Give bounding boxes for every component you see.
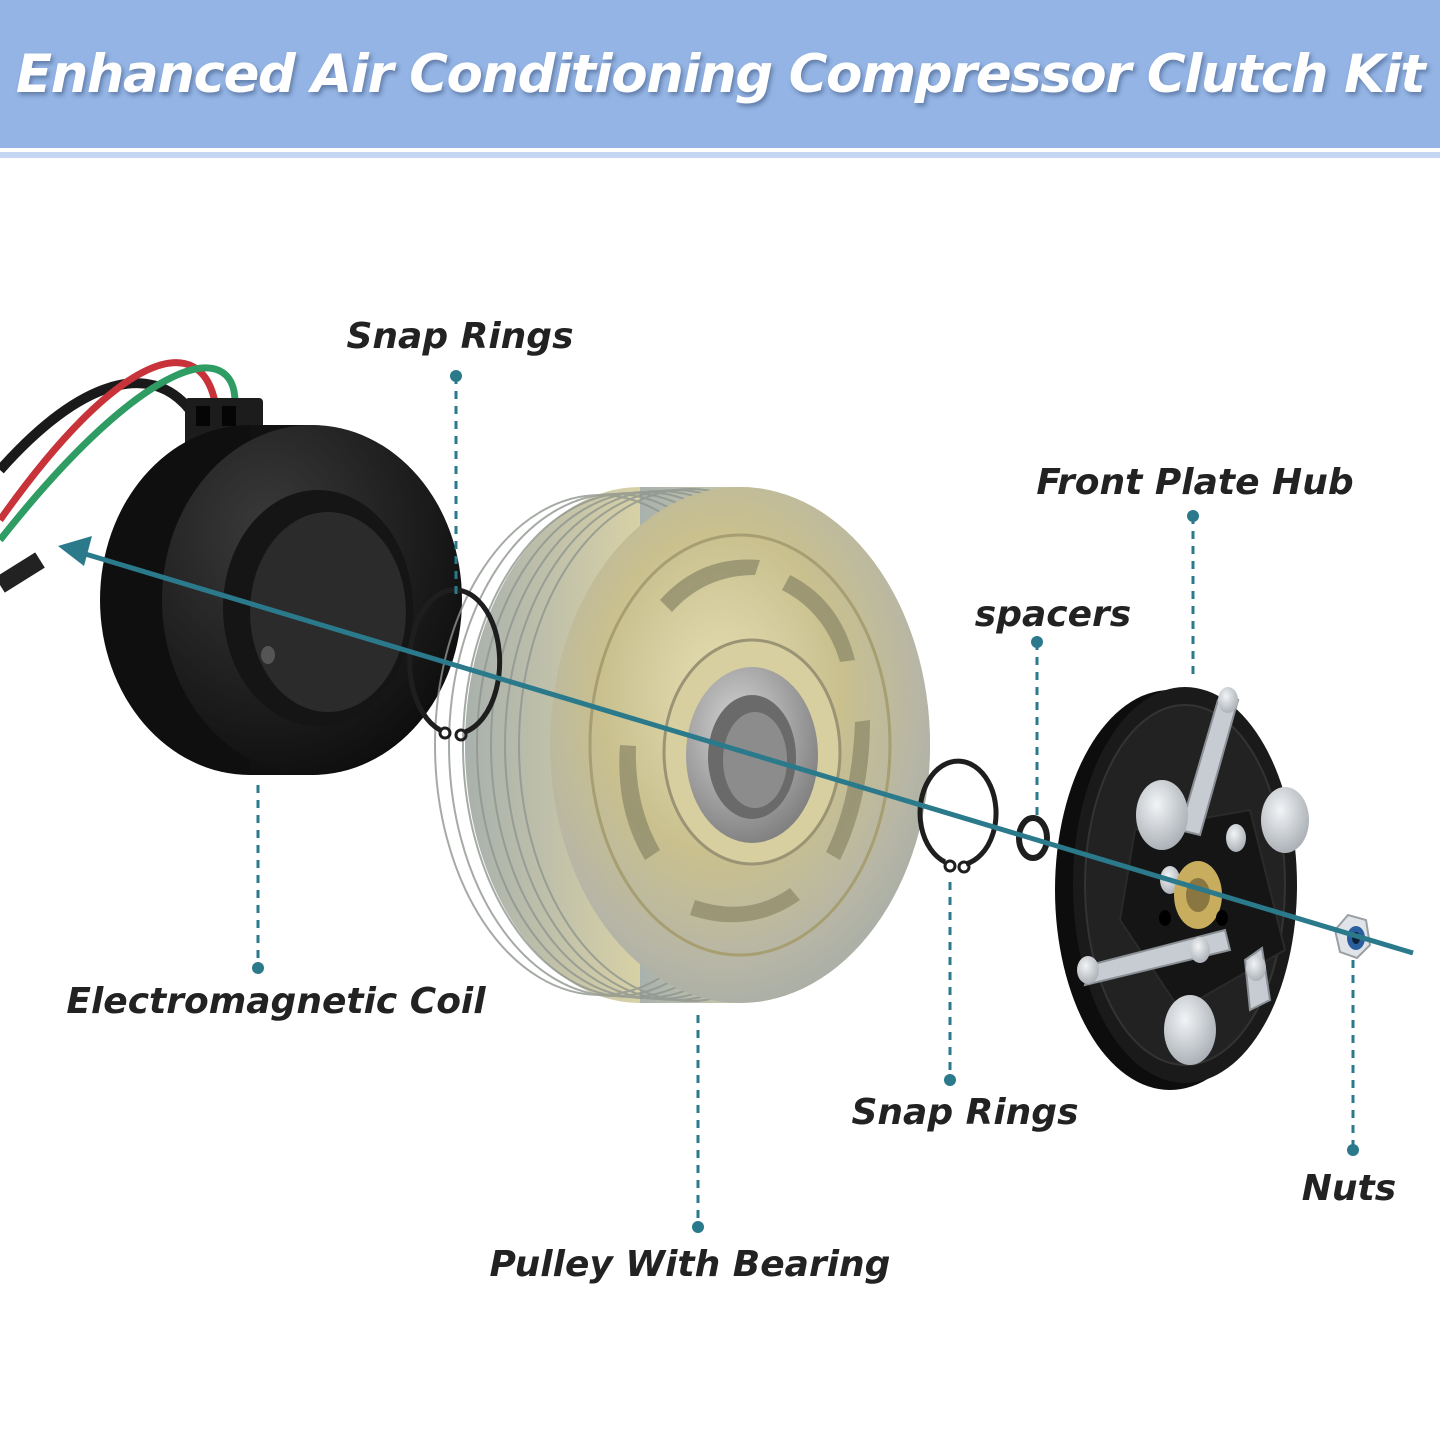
snap-ring-bottom-part <box>917 758 999 874</box>
header-divider <box>0 152 1440 158</box>
front-plate-hub-part <box>1055 687 1309 1090</box>
label-electromagnetic-coil: Electromagnetic Coil <box>66 981 486 1022</box>
callout-dot-snap-rings-top <box>450 370 462 382</box>
label-nuts: Nuts <box>1302 1168 1396 1209</box>
page-title: Enhanced Air Conditioning Compressor Clu… <box>15 43 1426 105</box>
callout-dot-spacers <box>1031 636 1043 648</box>
callout-dot-electromagnetic-coil <box>252 962 264 974</box>
callout-dot-pulley <box>692 1221 704 1233</box>
label-front-plate-hub: Front Plate Hub <box>1036 462 1353 503</box>
label-snap-rings-bottom: Snap Rings <box>851 1092 1078 1133</box>
label-snap-rings-top: Snap Rings <box>346 316 573 357</box>
pulley-with-bearing-part <box>434 487 930 1003</box>
callout-dot-snap-rings-bottom <box>944 1074 956 1086</box>
label-pulley-with-bearing: Pulley With Bearing <box>490 1244 891 1285</box>
assembly-axis-arrow <box>58 536 1414 956</box>
spacer-part <box>1016 815 1050 861</box>
header-banner: Enhanced Air Conditioning Compressor Clu… <box>0 0 1440 148</box>
callout-dot-front-plate-hub <box>1187 510 1199 522</box>
callout-dot-nuts <box>1347 1144 1359 1156</box>
coil-wires <box>0 359 239 593</box>
label-spacers: spacers <box>975 594 1131 635</box>
electromagnetic-coil-part <box>100 398 462 775</box>
